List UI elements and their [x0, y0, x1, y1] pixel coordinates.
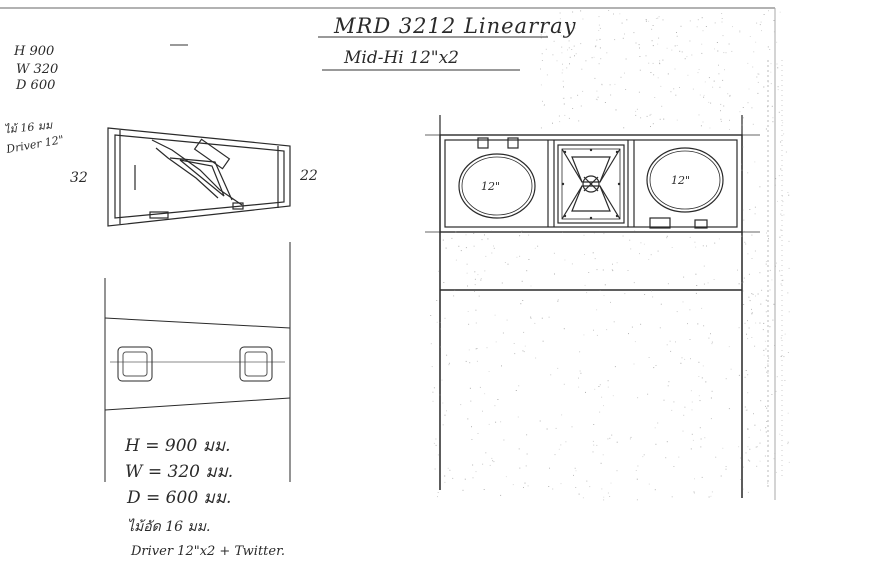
corner-spec-width: W 320	[16, 62, 59, 77]
spec-height: H = 900 มม.	[125, 436, 231, 456]
title-model: MRD 3212 Linearray	[334, 14, 577, 38]
scan-speckle	[430, 10, 790, 501]
top-view-drawing	[104, 242, 291, 482]
spec-depth: D = 600 มม.	[127, 488, 232, 508]
spec-driver: Driver 12"x2 + Twitter.	[131, 544, 286, 559]
side-view-left-dimension: 32	[70, 170, 88, 186]
front-view-drawing	[425, 115, 760, 498]
front-right-driver-label: 12"	[671, 174, 691, 187]
side-view-right-dimension: 22	[300, 168, 318, 184]
front-left-driver-label: 12"	[481, 180, 501, 193]
title-subtitle: Mid-Hi 12"x2	[344, 48, 459, 68]
spec-width: W = 320 มม.	[125, 462, 234, 482]
horn-screw-dots	[561, 148, 621, 220]
corner-spec-height: H 900	[14, 44, 55, 59]
spec-wood: ไม้อัด 16 มม.	[127, 519, 211, 535]
side-view-drawing	[107, 127, 291, 227]
corner-spec-depth: D 600	[16, 78, 56, 93]
